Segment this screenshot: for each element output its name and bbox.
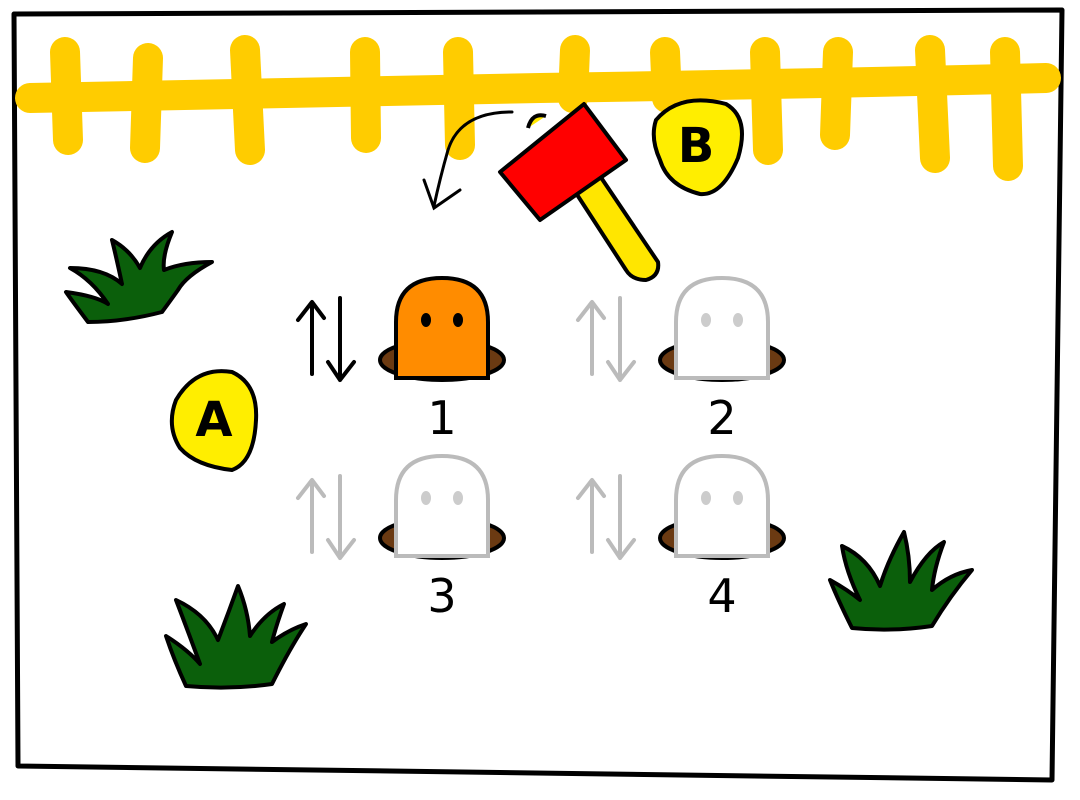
badge-a-label: A bbox=[195, 392, 232, 448]
grass-icon bbox=[164, 584, 308, 690]
mole-number-label: 1 bbox=[427, 391, 456, 445]
grass-icon bbox=[828, 530, 974, 632]
hammer-icon bbox=[498, 102, 661, 282]
scene-frame bbox=[11, 7, 1065, 783]
curved-arrow-icon bbox=[422, 110, 514, 211]
mole-eye bbox=[733, 491, 743, 505]
mole-spot-2[interactable]: 2 bbox=[576, 275, 786, 445]
badge-a: A bbox=[169, 369, 259, 473]
badge-b-label: B bbox=[678, 118, 715, 174]
mole-number-label: 3 bbox=[427, 569, 456, 623]
mole[interactable] bbox=[674, 275, 770, 380]
mole-spot-3[interactable]: 3 bbox=[296, 453, 506, 623]
fence-icon bbox=[15, 35, 1061, 181]
mole-eye bbox=[453, 313, 463, 327]
mole-spot-4[interactable]: 4 bbox=[576, 453, 786, 623]
up-down-arrow-icon bbox=[296, 474, 356, 560]
mole-eye bbox=[701, 313, 711, 327]
up-down-arrow-icon bbox=[576, 474, 636, 560]
mole-eye bbox=[421, 313, 431, 327]
mole[interactable] bbox=[394, 453, 490, 558]
mole-eye bbox=[453, 491, 463, 505]
mole[interactable] bbox=[394, 275, 490, 380]
mole[interactable] bbox=[674, 453, 770, 558]
mole-spot-1[interactable]: 1 bbox=[296, 275, 506, 445]
mole-number-label: 4 bbox=[707, 569, 736, 623]
up-down-arrow-icon bbox=[576, 296, 636, 382]
up-down-arrow-icon bbox=[296, 296, 356, 382]
mole-eye bbox=[701, 491, 711, 505]
mole-number-label: 2 bbox=[707, 391, 736, 445]
badge-b: B bbox=[651, 98, 744, 197]
mole-eye bbox=[733, 313, 743, 327]
mole-eye bbox=[421, 491, 431, 505]
grass-icon bbox=[64, 230, 214, 324]
mole-grid: 1 2 3 4 bbox=[296, 275, 786, 623]
